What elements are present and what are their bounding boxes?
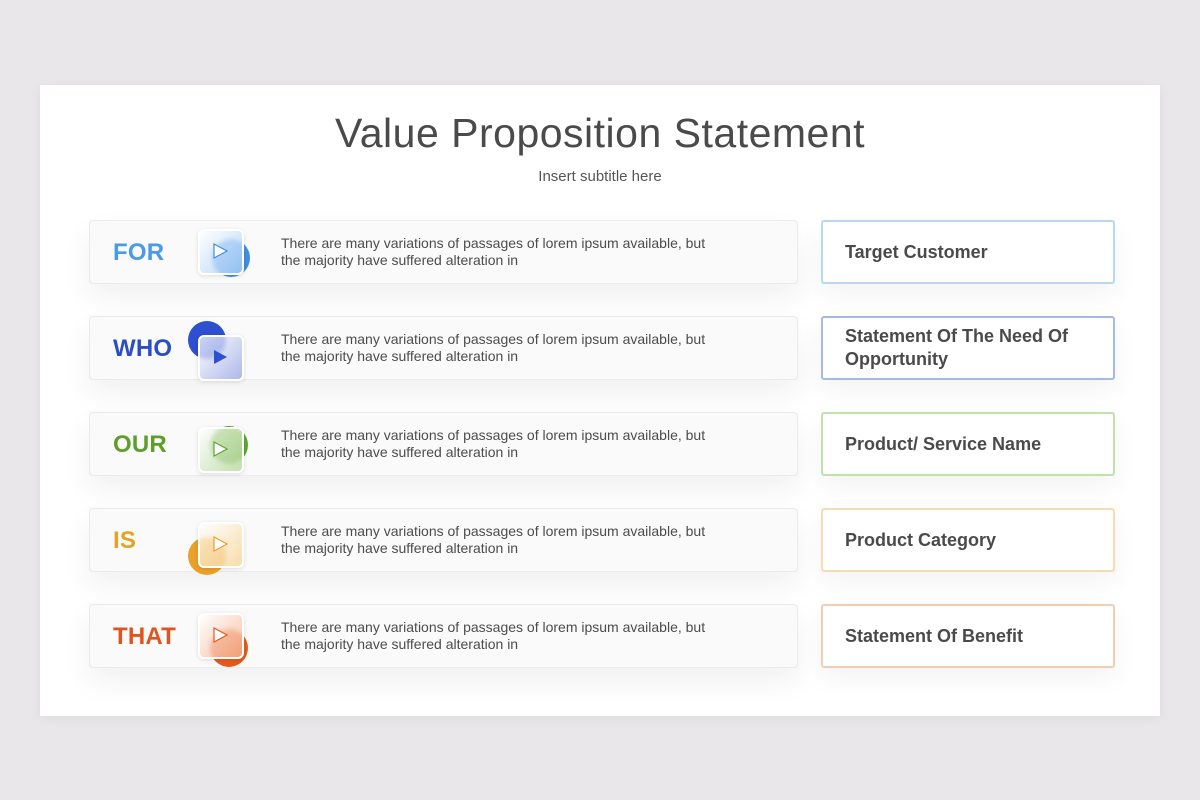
row-description: There are many variations of passages of… — [281, 235, 751, 269]
play-triangle-icon — [214, 350, 227, 364]
row-description-line: There are many variations of passages of… — [281, 523, 706, 539]
row-keyword: IS — [113, 527, 137, 554]
row-description-line: the majority have suffered alteration in — [281, 252, 519, 268]
row-description-line: the majority have suffered alteration in — [281, 636, 519, 652]
play-icon — [186, 321, 256, 381]
statement-label: Target Customer — [845, 241, 988, 262]
row-description-line: the majority have suffered alteration in — [281, 540, 519, 556]
play-triangle-icon — [213, 242, 229, 260]
row-description-line: the majority have suffered alteration in — [281, 444, 519, 460]
row-keyword: OUR — [113, 431, 167, 458]
play-icon — [186, 513, 256, 575]
row-keyword: THAT — [113, 623, 177, 650]
slide-subtitle: Insert subtitle here — [538, 168, 662, 185]
row-description: There are many variations of passages of… — [281, 619, 751, 653]
statement-box: Product Category — [821, 508, 1115, 572]
statement-label: Statement Of The Need Of Opportunity — [845, 326, 1069, 369]
statement-box: Statement Of Benefit — [821, 604, 1115, 668]
play-icon — [186, 609, 256, 669]
row-description: There are many variations of passages of… — [281, 523, 751, 557]
row-keyword: FOR — [113, 239, 165, 266]
icon-glass-square — [198, 427, 244, 473]
statement-label: Product Category — [845, 529, 997, 550]
statement-box: Statement Of The Need Of Opportunity — [821, 316, 1115, 380]
statement-row: IS There are many variations of passages … — [0, 508, 1200, 575]
play-triangle-icon — [213, 535, 229, 553]
row-description: There are many variations of passages of… — [281, 331, 751, 365]
row-keyword: WHO — [113, 335, 173, 362]
play-triangle-icon — [213, 440, 229, 458]
statement-box: Target Customer — [821, 220, 1115, 284]
play-icon — [186, 225, 256, 285]
play-icon — [186, 417, 256, 477]
play-triangle-icon — [213, 626, 229, 644]
row-description-line: the majority have suffered alteration in — [281, 348, 519, 364]
statement-label: Statement Of Benefit — [845, 625, 1024, 646]
slide-title: Value Proposition Statement — [334, 110, 866, 156]
statement-box: Product/ Service Name — [821, 412, 1115, 476]
statement-label: Product/ Service Name — [845, 433, 1042, 454]
row-description: There are many variations of passages of… — [281, 427, 751, 461]
statement-row: THAT There are many variations of passage… — [0, 604, 1200, 668]
row-description-line: There are many variations of passages of… — [281, 235, 706, 251]
statement-row: WHO There are many variations of passages… — [0, 316, 1200, 381]
statement-row: OUR There are many variations of passages… — [0, 412, 1200, 476]
icon-glass-square — [198, 613, 244, 659]
row-description-line: There are many variations of passages of… — [281, 427, 706, 443]
row-description-line: There are many variations of passages of… — [281, 619, 706, 635]
row-description-line: There are many variations of passages of… — [281, 331, 706, 347]
statement-row: FOR There are many variations of passages… — [0, 220, 1200, 284]
